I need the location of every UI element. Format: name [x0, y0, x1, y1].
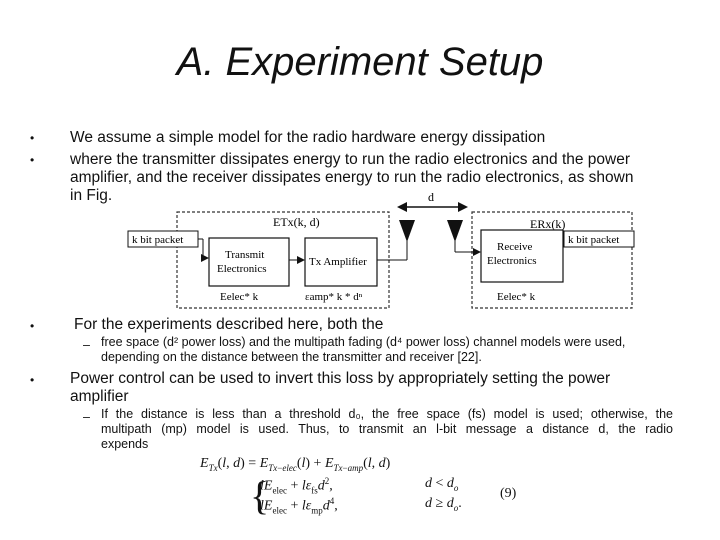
- subbullet-dash: –: [83, 338, 90, 352]
- transmit-label-1: Transmit: [225, 249, 264, 261]
- eelec-right-label: Eelec* k: [497, 291, 536, 303]
- kbit-packet-right-label: k bit packet: [568, 234, 619, 246]
- receive-label-2: Electronics: [487, 255, 536, 267]
- bullet-marker: •: [30, 319, 35, 333]
- energy-model-diagram: ETx(k, d) ERx(k) d k bit packet Transmit…: [127, 190, 635, 309]
- distance-label: d: [428, 190, 434, 204]
- receiver-dashed-box: [471, 211, 633, 309]
- subbullet-3-line-2: depending on the distance between the tr…: [101, 350, 482, 364]
- subbullet-4-line-3: expends: [101, 437, 149, 451]
- tx-amplifier-box: [304, 237, 378, 287]
- receive-antenna: [447, 220, 463, 242]
- etx-label: ETx(k, d): [273, 215, 320, 229]
- receive-label-1: Receive: [497, 241, 533, 253]
- bullet-marker: •: [30, 153, 35, 167]
- transmit-label-2: Electronics: [217, 263, 266, 275]
- bullet-text-2-line-1: where the transmitter dissipates energy …: [70, 151, 631, 168]
- bullet-marker: •: [30, 131, 35, 145]
- page-title: A. Experiment Setup: [176, 40, 544, 84]
- bullet-text-2-line-2: amplifier, and the receiver dissipates e…: [70, 169, 634, 186]
- kbit-packet-right: [563, 230, 635, 248]
- bullet-text-4-line-1: Power control can be used to invert this…: [70, 370, 611, 387]
- bullet-text-2-line-3: in Fig.: [70, 187, 113, 204]
- erx-label: ERx(k): [530, 217, 565, 231]
- bullet-text-1: We assume a simple model for the radio h…: [70, 129, 546, 146]
- eamp-label: εamp* k * dⁿ: [305, 291, 363, 303]
- transmit-antenna: [399, 220, 415, 242]
- subbullet-4-line-1: If the distance is less than a threshold…: [101, 407, 673, 421]
- tx-amplifier-label: Tx Amplifier: [309, 256, 367, 268]
- eelec-left-label: Eelec* k: [220, 291, 259, 303]
- subbullet-dash: –: [83, 410, 90, 424]
- subbullet-3-line-1: free space (d² power loss) and the multi…: [101, 335, 626, 349]
- subbullet-4-line-2: multipath (mp) model is used. Thus, to t…: [101, 422, 673, 436]
- receive-electronics-box: [480, 229, 564, 283]
- bullet-text-3: For the experiments described here, both…: [74, 316, 384, 333]
- energy-equation: ETx(l, d) = ETx−elec(l) + ETx−amp(l, d) …: [200, 456, 517, 518]
- bullet-text-4-line-2: amplifier: [70, 388, 129, 405]
- kbit-packet-left-label: k bit packet: [132, 234, 183, 246]
- bullet-marker: •: [30, 373, 35, 387]
- equation-number: (9): [500, 486, 517, 501]
- transmit-electronics-box: [208, 237, 290, 287]
